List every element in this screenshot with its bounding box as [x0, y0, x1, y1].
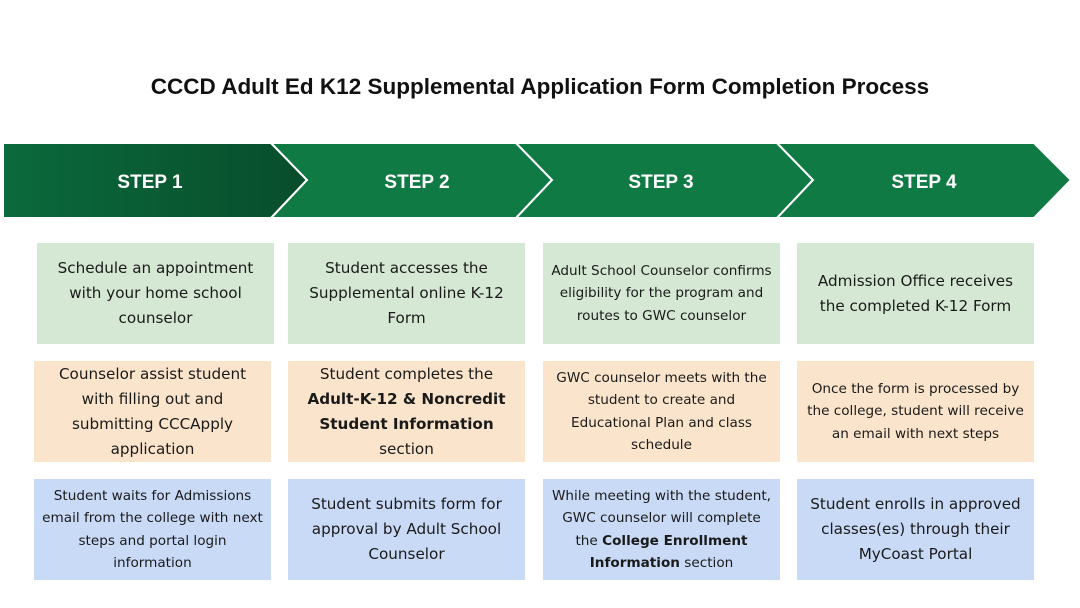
step-4-box-2: Once the form is processed by the colleg…: [797, 361, 1034, 462]
step-3-box-1-text: Adult School Counselor confirms eligibil…: [551, 262, 772, 324]
step-1-box-3-text: Student waits for Admissions email from …: [42, 487, 263, 572]
step-3-box-3: While meeting with the student, GWC coun…: [543, 479, 780, 580]
step-3-label: STEP 3: [628, 172, 693, 193]
step-1-box-1: Schedule an appointment with your home s…: [37, 243, 274, 344]
step-1-box-2: Counselor assist student with filling ou…: [34, 361, 271, 462]
step-4-arrow: [774, 142, 1073, 219]
step-1-label: STEP 1: [117, 172, 183, 193]
step-4-box-3: Student enrolls in approved classes(es) …: [797, 479, 1034, 580]
step-3-box-3-text: While meeting with the student, GWC coun…: [551, 487, 771, 572]
step-2-box-1: Student accesses the Supplemental online…: [288, 243, 525, 344]
step-3-box-2: GWC counselor meets with the student to …: [543, 361, 780, 462]
step-3-box-2-text: GWC counselor meets with the student to …: [556, 369, 767, 454]
step-3-box-1: Adult School Counselor confirms eligibil…: [543, 243, 780, 344]
diagram-title: CCCD Adult Ed K12 Supplemental Applicati…: [150, 74, 930, 99]
step-4-box-3-text: Student enrolls in approved classes(es) …: [810, 495, 1021, 563]
step-2-box-3: Student submits form for approval by Adu…: [288, 479, 525, 580]
step-4-box-1: Admission Office receives the completed …: [797, 243, 1034, 344]
step-1-box-2-text: Counselor assist student with filling ou…: [58, 364, 247, 458]
step-2-label: STEP 2: [384, 172, 449, 193]
step-2-box-2-text: Student completes the Adult-K-12 & Noncr…: [307, 364, 506, 458]
step-1-box-1-text: Schedule an appointment with your home s…: [57, 259, 254, 327]
step-4-label: STEP 4: [891, 172, 957, 193]
step-1-box-3: Student waits for Admissions email from …: [34, 479, 271, 580]
step-2-box-3-text: Student submits form for approval by Adu…: [311, 495, 502, 563]
step-4-box-2-text: Once the form is processed by the colleg…: [807, 380, 1024, 442]
step-2-box-1-text: Student accesses the Supplemental online…: [309, 259, 504, 327]
step-4-box-1-text: Admission Office receives the completed …: [817, 271, 1014, 315]
step-2-box-2: Student completes the Adult-K-12 & Noncr…: [288, 361, 525, 462]
